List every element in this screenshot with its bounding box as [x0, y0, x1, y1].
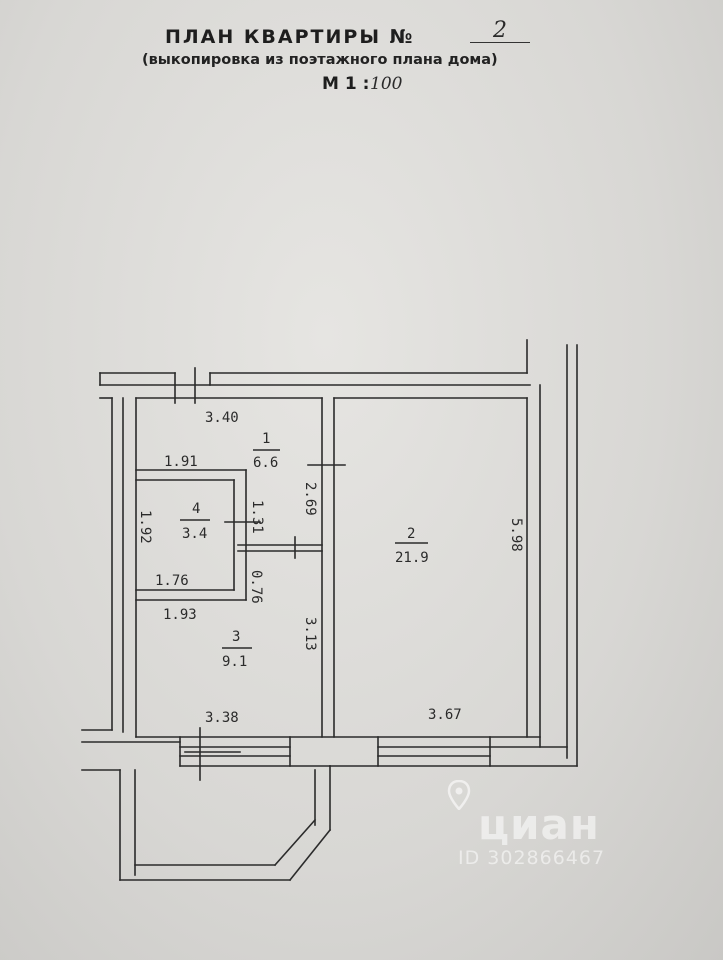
dim-bath-inner-width: 1.76 [155, 573, 189, 589]
room-2-area: 21.9 [395, 550, 429, 566]
dim-kitchen-height: 3.13 [302, 617, 318, 651]
dim-kitchen-width-top: 1.93 [163, 607, 197, 623]
dim-top-width: 3.40 [205, 410, 239, 426]
dim-room-width: 3.67 [428, 707, 462, 723]
room-1-area: 6.6 [253, 455, 278, 471]
scale-value: 100 [370, 74, 403, 94]
room-4-id: 4 [192, 501, 200, 517]
plan-title: ПЛАН КВАРТИРЫ № [165, 26, 415, 48]
room-2-id: 2 [407, 526, 415, 542]
plan-subtitle: (выкопировка из поэтажного плана дома) [142, 52, 498, 68]
watermark-logo: циан [478, 800, 600, 849]
dim-corridor-length: 2.69 [302, 482, 318, 516]
dim-bath-width: 1.91 [164, 454, 198, 470]
room-4-area: 3.4 [182, 526, 207, 542]
apartment-number: 2 [470, 20, 530, 43]
scale-label: М 1 : [322, 74, 370, 94]
dim-offset: 0.76 [248, 570, 264, 604]
dim-bath-height: 1.31 [249, 500, 265, 534]
room-1-id: 1 [262, 431, 270, 447]
room-3-id: 3 [232, 629, 240, 645]
location-pin-icon [447, 780, 471, 810]
dim-kitchen-width-bottom: 3.38 [205, 710, 239, 726]
room-3-area: 9.1 [222, 654, 247, 670]
dim-bath-depth: 1.92 [137, 510, 153, 544]
watermark-id: ID 302866467 [458, 847, 606, 869]
dim-room-height: 5.98 [508, 518, 524, 552]
